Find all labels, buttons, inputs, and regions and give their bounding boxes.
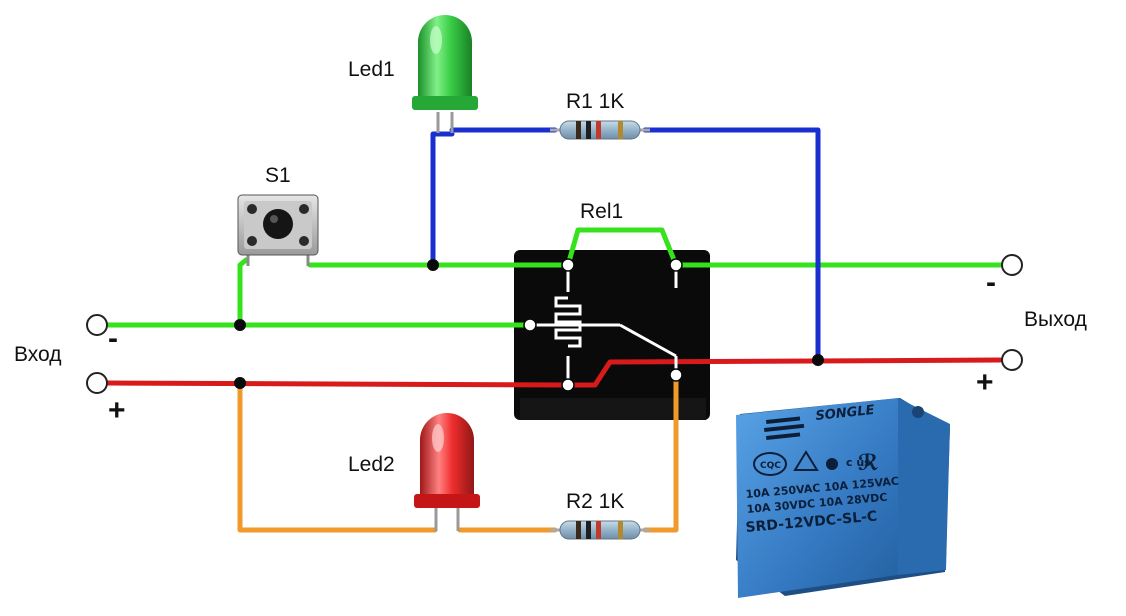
led-red-icon bbox=[414, 413, 480, 531]
relay-brand-label: SONGLE bbox=[815, 403, 875, 424]
terminal-icon bbox=[86, 372, 108, 394]
relay-ul-label: c us bbox=[846, 456, 871, 469]
terminal-icon bbox=[1001, 254, 1023, 276]
wire-blue bbox=[430, 131, 455, 268]
relay-cert-label: CQC bbox=[760, 461, 781, 471]
labels: Led1 R1 1K S1 Rel1 Вход Выход Led2 R2 1K… bbox=[14, 58, 1087, 513]
junction-dot bbox=[812, 354, 824, 366]
led-green-icon bbox=[412, 15, 478, 133]
wire-orange-right bbox=[642, 372, 679, 533]
label-input: Вход bbox=[14, 343, 62, 366]
label-led2: Led2 bbox=[348, 453, 395, 476]
terminal-icon bbox=[86, 314, 108, 336]
label-output-plus: + bbox=[976, 366, 994, 399]
label-s1: S1 bbox=[265, 164, 291, 187]
push-button-icon bbox=[237, 194, 319, 266]
wire-orange-left bbox=[237, 382, 438, 533]
label-led1: Led1 bbox=[348, 58, 395, 81]
resistor-icon bbox=[548, 519, 652, 541]
relay-contacts bbox=[523, 258, 683, 392]
resistor-icon bbox=[548, 119, 652, 141]
terminals bbox=[86, 254, 1023, 394]
label-output: Выход bbox=[1024, 308, 1087, 331]
label-input-plus: + bbox=[108, 394, 126, 427]
junction-dot bbox=[234, 319, 246, 331]
relay-icon: SONGLE CQC c us ℛ 10A 250VAC 10A 125VAC … bbox=[736, 398, 950, 598]
wire-green-bridge bbox=[565, 227, 679, 268]
wire-blue-right bbox=[642, 127, 821, 363]
junction-dot bbox=[234, 377, 246, 389]
label-output-minus: - bbox=[986, 266, 996, 299]
junction-dot bbox=[427, 259, 439, 271]
junctions bbox=[234, 259, 824, 389]
svg-text:ℛ: ℛ bbox=[858, 451, 879, 476]
label-r1: R1 1K bbox=[566, 90, 624, 113]
relay-body-schematic bbox=[514, 250, 710, 420]
label-rel1: Rel1 bbox=[580, 200, 623, 223]
label-input-minus: - bbox=[108, 322, 118, 355]
wire-red-input bbox=[105, 357, 1003, 388]
label-r2: R2 1K bbox=[566, 490, 624, 513]
wire-green-s1-top bbox=[237, 257, 249, 268]
terminal-icon bbox=[1001, 349, 1023, 371]
